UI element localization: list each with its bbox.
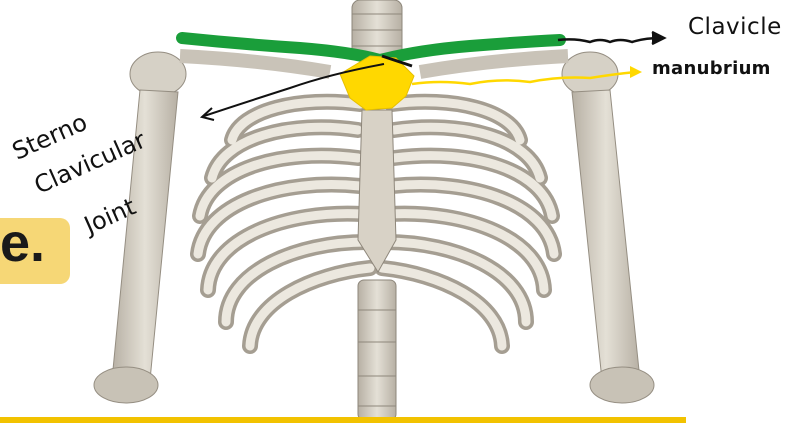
- slide-heading-fragment: e.: [0, 212, 45, 274]
- right-humerus: [562, 52, 654, 403]
- lumbar-spine: [358, 280, 396, 420]
- bottom-rule: [0, 417, 686, 423]
- manubrium-label: manubrium: [652, 58, 771, 79]
- manubrium-arrowhead: [630, 66, 642, 78]
- clavicle-arrow: [558, 32, 664, 44]
- clavicle-label: Clavicle: [688, 14, 782, 40]
- sternum-body: [358, 110, 396, 272]
